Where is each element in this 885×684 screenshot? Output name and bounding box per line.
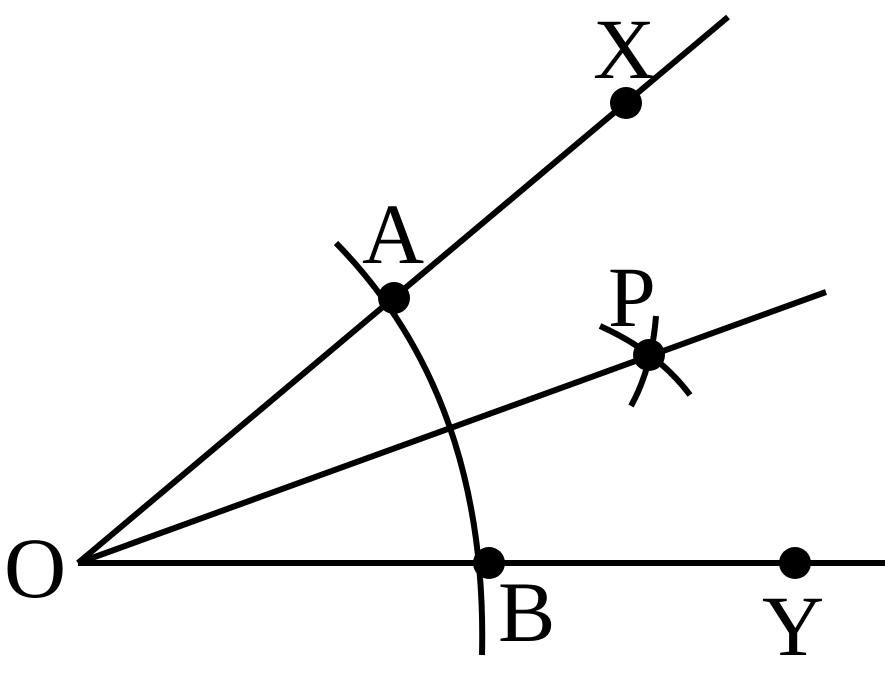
point-b — [473, 547, 505, 579]
label-a: A — [362, 186, 424, 282]
label-b: B — [498, 564, 555, 660]
point-a — [378, 282, 410, 314]
arc-ab — [333, 240, 486, 656]
label-p: P — [608, 249, 656, 345]
point-p — [633, 339, 665, 371]
label-o: O — [4, 520, 66, 616]
label-x: X — [593, 1, 655, 97]
point-x — [610, 87, 642, 119]
point-y — [779, 547, 811, 579]
label-y: Y — [762, 578, 824, 674]
